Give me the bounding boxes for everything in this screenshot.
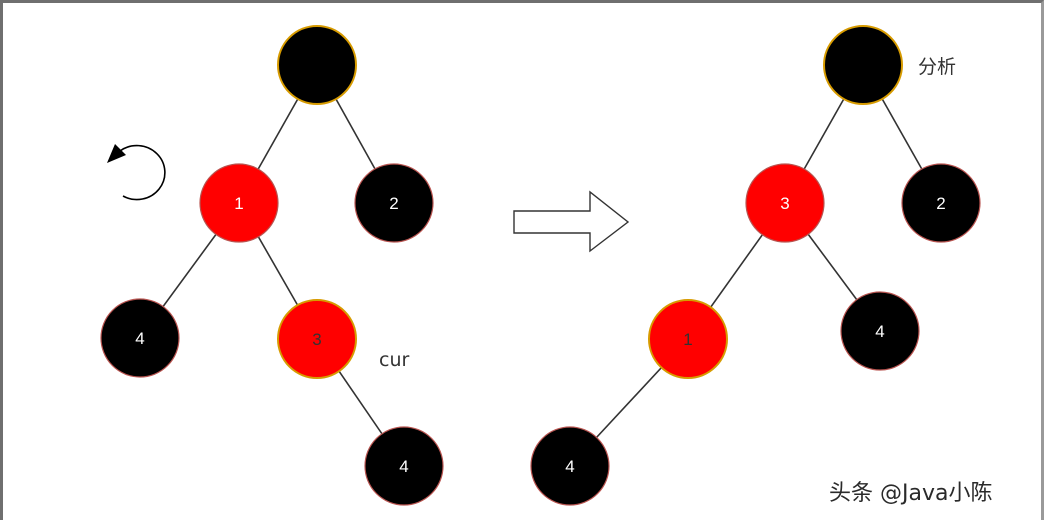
node-circle [277,299,357,379]
tree-node-black [823,25,903,105]
after-tree: 3 2 1 4 4 [530,25,981,506]
tree-node-red: 1 [648,299,728,379]
after-tree-edges [569,64,942,467]
analysis-label: 分析 [918,56,956,78]
node-circle [745,163,825,243]
tree-node-black [277,25,357,105]
node-label: 4 [875,322,884,341]
watermark: 头条 @Java小陈 [829,481,992,506]
counterclockwise-arrow-icon [107,144,166,201]
node-circle [840,291,920,371]
node-label: 1 [683,330,692,349]
node-circle [277,25,357,105]
node-label: 4 [565,457,574,476]
tree-node-black: 2 [354,163,434,243]
node-circle [354,163,434,243]
node-label: 3 [780,194,789,213]
cur-label: cur [379,349,409,371]
node-circle [364,426,444,506]
node-circle [901,163,981,243]
before-tree: 1 2 4 3 4 [100,25,444,506]
tree-node-black: 4 [100,298,180,378]
node-circle [648,299,728,379]
node-label: 2 [936,194,945,213]
node-circle [530,426,610,506]
before-tree-edges [139,64,405,467]
tree-node-red: 3 [745,163,825,243]
tree-node-red: 1 [199,163,279,243]
node-label: 3 [312,330,321,349]
node-label: 4 [399,457,408,476]
node-circle [199,163,279,243]
tree-node-red: 3 [277,299,357,379]
tree-node-black: 4 [530,426,610,506]
tree-rotation-diagram: 1 2 4 3 4 3 2 1 4 4 cur 分析 头条 @Java小陈 [100,25,992,506]
node-label: 4 [135,329,144,348]
node-label: 2 [389,194,398,213]
tree-node-black: 4 [364,426,444,506]
hollow-right-arrow-icon [513,190,630,253]
node-circle [100,298,180,378]
tree-node-black: 4 [840,291,920,371]
node-circle [823,25,903,105]
tree-node-black: 2 [901,163,981,243]
node-label: 1 [234,194,243,213]
